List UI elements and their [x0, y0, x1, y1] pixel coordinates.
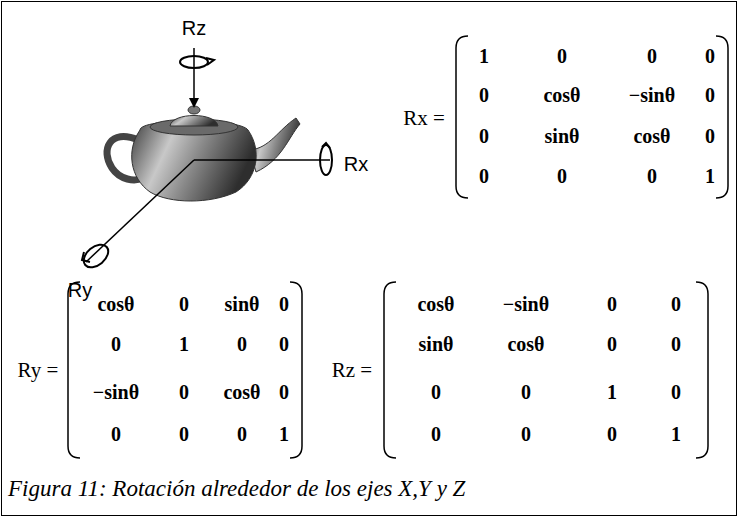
matrix-cell: 0: [521, 424, 531, 444]
matrix-cell: cosθ: [223, 382, 260, 402]
matrix-cell: 0: [521, 382, 531, 402]
rotation-ring: [79, 240, 112, 272]
matrix-cell: 0: [237, 424, 247, 444]
matrix-cell: −sinθ: [503, 294, 549, 314]
teapot: [107, 106, 300, 201]
matrix-cell: −sinθ: [629, 85, 675, 105]
matrix-cell: cosθ: [417, 294, 454, 314]
matrix-cell: 1: [607, 382, 617, 402]
matrix-cell: 0: [179, 424, 189, 444]
matrix-cell: 1: [705, 166, 715, 186]
axis-label: Rz: [182, 18, 206, 38]
matrix-cell: 0: [647, 166, 657, 186]
matrix-cell: sinθ: [225, 294, 260, 314]
matrix-bracket: [68, 36, 728, 458]
figure-caption: Figura 11: Rotación alrededor de los eje…: [8, 476, 465, 502]
matrix-cell: cosθ: [543, 85, 580, 105]
matrix-cell: cosθ: [507, 334, 544, 354]
matrix-cell: 0: [671, 294, 681, 314]
matrix-cell: cosθ: [633, 126, 670, 146]
matrix-cell: 0: [279, 382, 289, 402]
x-axis: [194, 159, 330, 161]
matrix-cell: cosθ: [97, 294, 134, 314]
matrix-cell: 0: [607, 334, 617, 354]
matrix-cell: 1: [479, 46, 489, 66]
matrix-cell: 0: [705, 126, 715, 146]
matrix-cell: 0: [111, 424, 121, 444]
matrix-cell: 0: [705, 85, 715, 105]
matrix-cell: 0: [279, 294, 289, 314]
matrix-cell: 0: [607, 294, 617, 314]
matrix-cell: 0: [111, 334, 121, 354]
matrix-cell: 1: [279, 424, 289, 444]
matrix-cell: 0: [431, 424, 441, 444]
axis-label: Rx: [344, 154, 368, 174]
matrix-cell: 0: [479, 166, 489, 186]
matrix-cell: 0: [557, 46, 567, 66]
matrix-cell: sinθ: [545, 126, 580, 146]
matrix-name: Rz =: [332, 360, 372, 381]
matrix-cell: 0: [279, 334, 289, 354]
matrix-cell: 1: [671, 424, 681, 444]
matrix-cell: 0: [237, 334, 247, 354]
rotation-ring: [180, 56, 208, 68]
y-axis: [86, 160, 194, 262]
matrix-cell: −sinθ: [93, 382, 139, 402]
matrix-cell: 0: [671, 382, 681, 402]
matrix-cell: 0: [607, 424, 617, 444]
matrix-cell: 0: [705, 46, 715, 66]
matrix-cell: 0: [479, 85, 489, 105]
matrix-cell: 0: [647, 46, 657, 66]
matrix-cell: 0: [479, 126, 489, 146]
matrix-cell: 1: [179, 334, 189, 354]
matrix-cell: 0: [671, 334, 681, 354]
matrix-cell: 0: [557, 166, 567, 186]
matrix-name: Rx =: [403, 108, 445, 129]
axis-label: Ry: [68, 280, 92, 300]
rotation-ring: [320, 145, 332, 175]
matrix-cell: sinθ: [419, 334, 454, 354]
matrix-name: Ry =: [18, 360, 59, 381]
matrix-cell: 0: [431, 382, 441, 402]
matrix-cell: 0: [179, 294, 189, 314]
matrix-cell: 0: [179, 382, 189, 402]
